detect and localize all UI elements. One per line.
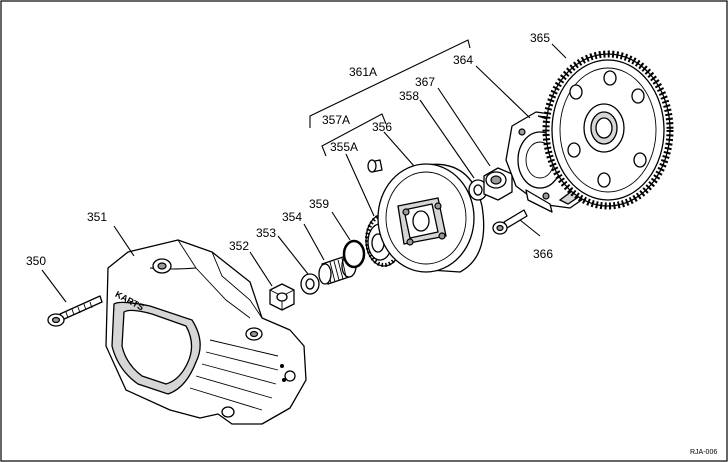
clutch-drum-356	[377, 163, 485, 273]
bolt-350	[47, 295, 103, 327]
label-367: 367	[415, 75, 435, 89]
label-357A: 357A	[322, 113, 350, 127]
nut-367	[483, 167, 513, 201]
washer-353	[300, 273, 320, 295]
nut-352	[269, 283, 295, 311]
driven-gear-365	[542, 50, 674, 210]
callout-labels: 350 351 352 353 354 359 355A 357A 356 35…	[26, 31, 717, 456]
label-354: 354	[282, 210, 302, 224]
label-353: 353	[256, 226, 276, 240]
label-364: 364	[453, 53, 473, 67]
leader-lines	[41, 39, 567, 303]
o-ring-359	[342, 239, 366, 269]
figure-code: RJA-006	[690, 449, 717, 456]
label-361A: 361A	[349, 65, 377, 79]
label-351: 351	[87, 210, 107, 224]
label-356: 356	[372, 120, 392, 134]
label-365: 365	[530, 31, 550, 45]
clutch-cover-351: KARTS	[105, 239, 307, 425]
label-350: 350	[26, 254, 46, 268]
label-358: 358	[399, 89, 419, 103]
small-screw-357A	[367, 159, 383, 173]
label-366: 366	[533, 247, 553, 261]
bolt-366	[492, 209, 528, 235]
label-355A: 355A	[330, 140, 358, 154]
label-352: 352	[229, 239, 249, 253]
label-359: 359	[309, 197, 329, 211]
